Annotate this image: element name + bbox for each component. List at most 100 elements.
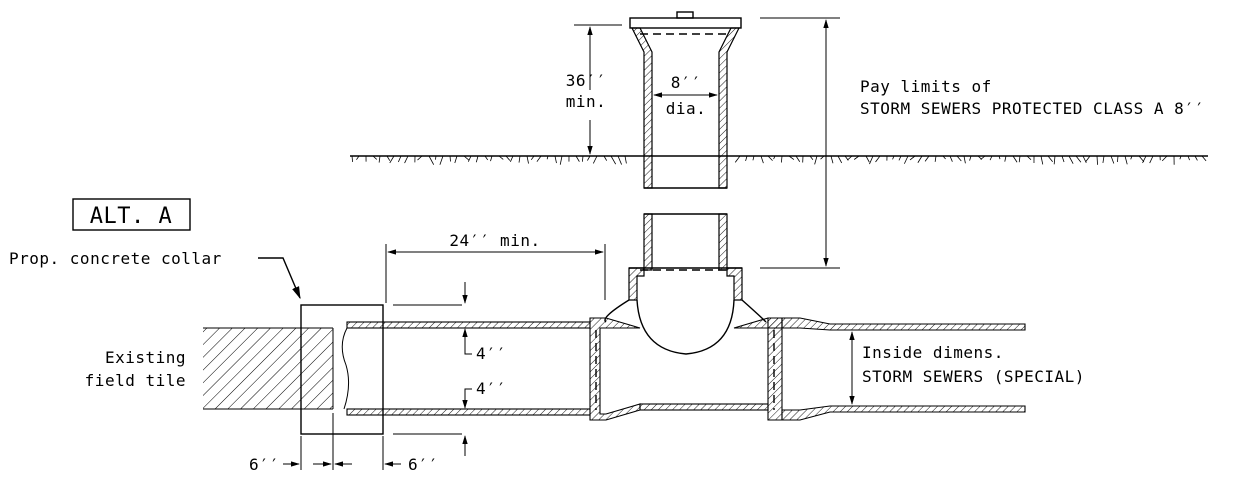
- ground-hatch-mark: [809, 155, 814, 160]
- ground-hatch-mark: [745, 155, 748, 162]
- ground-hatch-mark: [484, 155, 489, 161]
- ground-hatch-mark: [389, 155, 395, 164]
- ground-hatch-mark: [372, 155, 378, 160]
- ground-hatch-mark: [1012, 155, 1018, 163]
- ground-hatch-mark: [530, 155, 535, 161]
- ground-hatch-mark: [1075, 155, 1082, 163]
- ground-hatch-mark: [830, 155, 834, 164]
- ground-hatch-mark: [587, 155, 591, 161]
- dim-36-min: 36′′ min.: [566, 24, 622, 155]
- dim-inside: Inside dimens. STORM SEWERS (SPECIAL): [849, 331, 1085, 405]
- ground-hatch-mark: [949, 155, 953, 162]
- ground-hatch-mark: [909, 155, 916, 161]
- dim-24-label: 24′′ min.: [449, 231, 540, 250]
- ground-hatch-mark: [498, 155, 504, 160]
- ground-hatch-mark: [428, 155, 435, 165]
- dim-4-top: 4′′: [393, 282, 506, 363]
- ground-hatch-mark: [837, 155, 843, 164]
- alt-a-label-box: ALT. A: [72, 198, 191, 231]
- ground-hatch-mark: [1110, 155, 1115, 164]
- collar-label: Prop. concrete collar: [9, 249, 222, 268]
- dim-4-bottom: 4′′: [393, 379, 506, 456]
- main-pipe: [346, 317, 1026, 421]
- ground-hatch-mark: [1082, 155, 1087, 163]
- ground-hatch-mark: [869, 155, 874, 165]
- ground-hatch-mark: [1201, 155, 1207, 162]
- ground-hatch-mark: [1026, 155, 1032, 161]
- ground-hatch-mark: [814, 155, 818, 165]
- ground-hatch-mark: [956, 155, 962, 162]
- ground-hatch-mark: [439, 155, 444, 165]
- ground-hatch-mark: [454, 155, 458, 164]
- ground-hatch-mark: [781, 155, 783, 163]
- ground-hatch-mark: [518, 155, 521, 163]
- ground-hatch-mark: [1018, 155, 1021, 163]
- ground-surface: [350, 155, 1208, 165]
- ground-hatch-mark: [904, 155, 909, 164]
- ground-hatch-mark: [378, 155, 381, 163]
- ground-hatch-mark: [610, 155, 617, 165]
- ground-hatch-mark: [1061, 155, 1065, 163]
- ground-hatch-mark: [1194, 155, 1198, 161]
- ground-hatch-mark: [1053, 155, 1056, 165]
- riser-pipe-lower: [628, 213, 743, 301]
- ground-hatch-mark: [1149, 155, 1154, 164]
- ground-hatch-mark: [788, 155, 795, 160]
- ground-hatch-mark: [546, 155, 549, 160]
- ground-hatch-mark: [934, 155, 937, 162]
- pay-limits-label-line2: STORM SEWERS PROTECTED CLASS A 8′′: [860, 99, 1205, 118]
- ground-hatch-mark: [1142, 155, 1147, 164]
- ground-hatch-mark: [559, 155, 563, 165]
- ground-hatch-mark: [989, 155, 993, 161]
- inside-dimens-label-line2: STORM SEWERS (SPECIAL): [862, 367, 1085, 386]
- ground-hatch-mark: [1040, 155, 1044, 165]
- ground-hatch-mark: [865, 155, 870, 163]
- ground-hatch-mark: [526, 155, 529, 164]
- ground-hatch-mark: [417, 155, 423, 161]
- ground-hatch-mark: [1102, 155, 1105, 163]
- ground-hatch-mark: [509, 155, 514, 162]
- ground-hatch-mark: [505, 155, 511, 161]
- dim-8-label-a: 8′′: [671, 73, 701, 92]
- ground-hatch-mark: [435, 155, 437, 160]
- ground-hatch-mark: [1085, 155, 1091, 162]
- ground-hatch-mark: [1124, 155, 1128, 165]
- dim-8-dia: 8′′ dia.: [653, 73, 718, 118]
- ground-hatch-mark: [1130, 155, 1133, 160]
- ground-hatch-mark: [752, 155, 755, 161]
- collar-leader: Prop. concrete collar: [9, 249, 301, 300]
- ground-hatch-mark: [963, 155, 966, 164]
- ground-hatch-mark: [575, 155, 580, 162]
- ground-hatch-mark: [767, 155, 773, 161]
- ground-hatch-mark: [404, 155, 409, 164]
- ground-hatch-mark: [853, 155, 860, 160]
- ground-hatch-mark: [773, 155, 776, 160]
- ground-hatch-mark: [581, 155, 584, 162]
- ground-hatch-mark: [924, 155, 930, 162]
- ground-hatch-mark: [356, 155, 360, 160]
- ground-hatch-mark: [592, 155, 598, 164]
- alt-a-label: ALT. A: [90, 204, 172, 229]
- ground-hatch-mark: [475, 155, 479, 163]
- ground-hatch-mark: [386, 155, 391, 161]
- ground-hatch-mark: [847, 155, 853, 161]
- ground-hatch-mark: [617, 155, 622, 165]
- dim-4-bottom-label: 4′′: [476, 379, 506, 398]
- inside-dimens-label-line1: Inside dimens.: [862, 343, 1004, 362]
- ground-hatch-mark: [980, 155, 986, 160]
- field-tile-label-line2: field tile: [85, 371, 186, 390]
- existing-field-tile: [203, 327, 350, 410]
- ground-hatch-mark: [1117, 155, 1119, 163]
- ground-hatch-mark: [1179, 155, 1182, 160]
- ground-hatch-mark: [1004, 155, 1007, 162]
- ground-hatch-mark: [1047, 155, 1053, 163]
- ground-hatch-mark: [1187, 155, 1190, 161]
- pay-limits-label-line1: Pay limits of: [860, 77, 992, 96]
- ground-hatch-mark: [875, 155, 881, 163]
- riser-pipe-upper: [629, 11, 742, 189]
- ground-hatch-mark: [490, 155, 493, 162]
- ground-hatch-mark: [1096, 155, 1098, 165]
- ground-hatch-mark: [624, 155, 627, 164]
- field-tile-label-line1: Existing: [105, 348, 186, 367]
- ground-hatch-mark: [1161, 155, 1168, 162]
